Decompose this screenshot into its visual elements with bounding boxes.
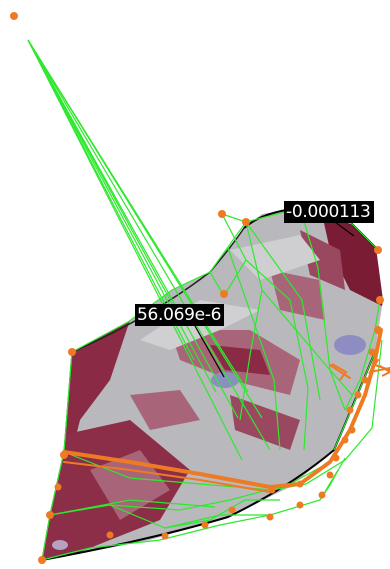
- leader-line-center: [194, 325, 225, 378]
- deviation-label-top: -0.000113: [284, 201, 374, 223]
- leader-line-top: [334, 221, 355, 237]
- construction-lines: [27, 39, 383, 561]
- control-points[interactable]: [10, 12, 384, 564]
- orange-arrow-icon[interactable]: [331, 363, 390, 381]
- control-curves: [62, 328, 390, 493]
- deviation-label-center: 56.069e-6: [135, 304, 225, 326]
